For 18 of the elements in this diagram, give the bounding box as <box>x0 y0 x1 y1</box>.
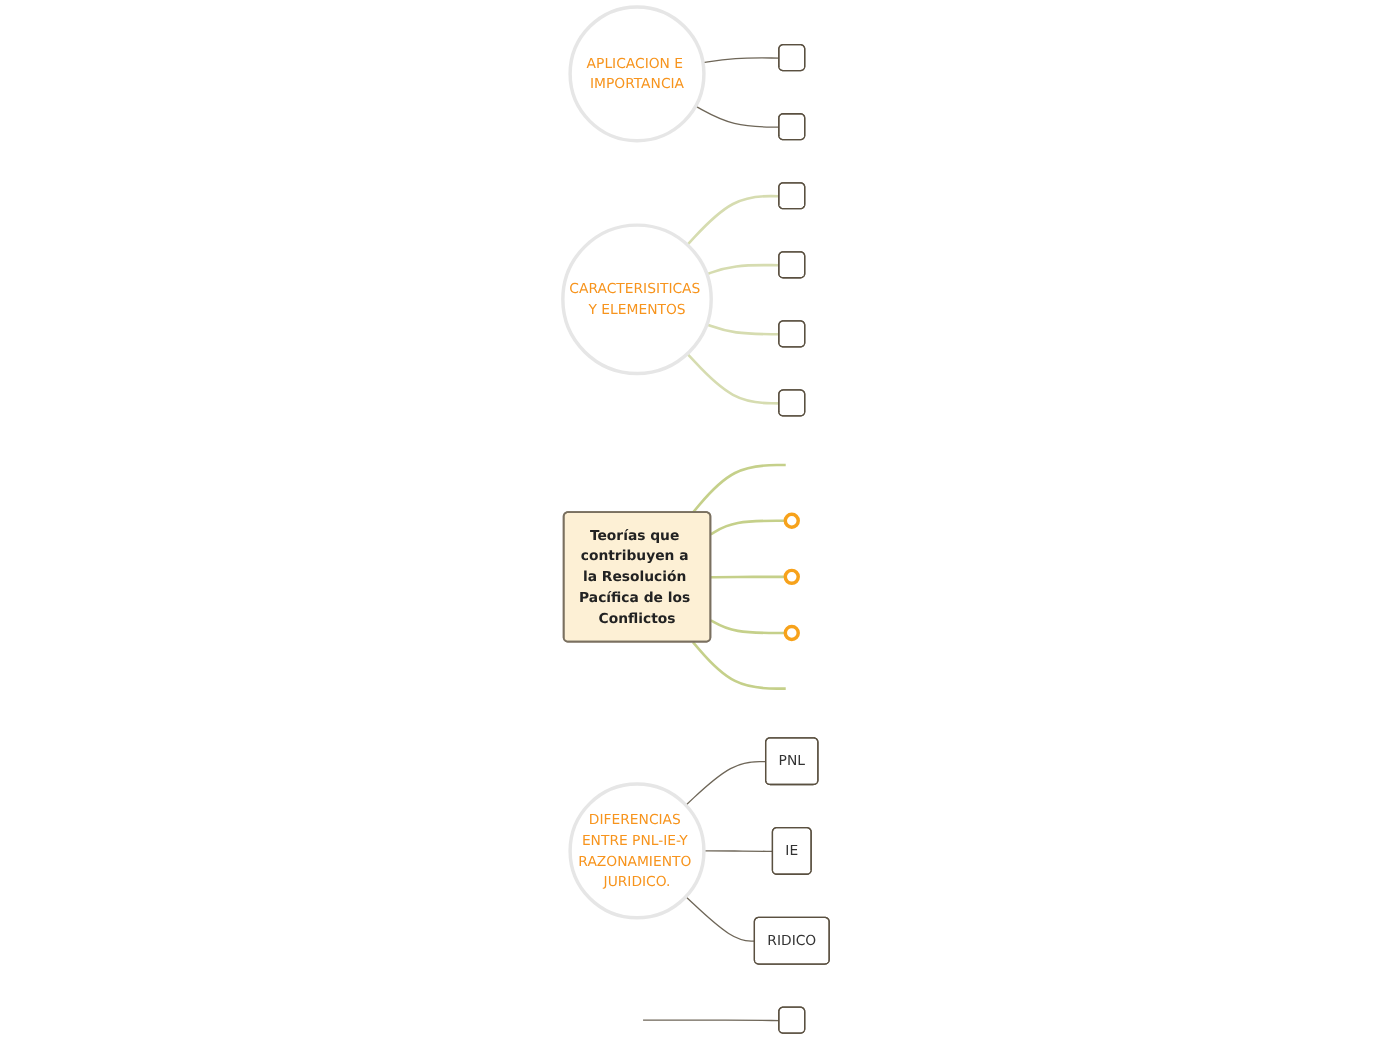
connector <box>691 641 786 690</box>
node-circle <box>783 512 800 529</box>
connector <box>686 194 780 246</box>
node-circle <box>783 568 800 586</box>
connector <box>710 575 786 579</box>
connector <box>685 896 756 942</box>
connector <box>694 105 780 128</box>
connector <box>710 619 786 635</box>
connector <box>686 352 780 405</box>
connector <box>706 323 780 336</box>
connector <box>642 1019 780 1022</box>
node-circle <box>783 624 800 642</box>
connector <box>702 57 780 64</box>
connector <box>706 263 780 276</box>
connector <box>691 463 786 514</box>
connector <box>685 760 767 806</box>
connector <box>703 850 774 853</box>
connector <box>710 519 786 536</box>
